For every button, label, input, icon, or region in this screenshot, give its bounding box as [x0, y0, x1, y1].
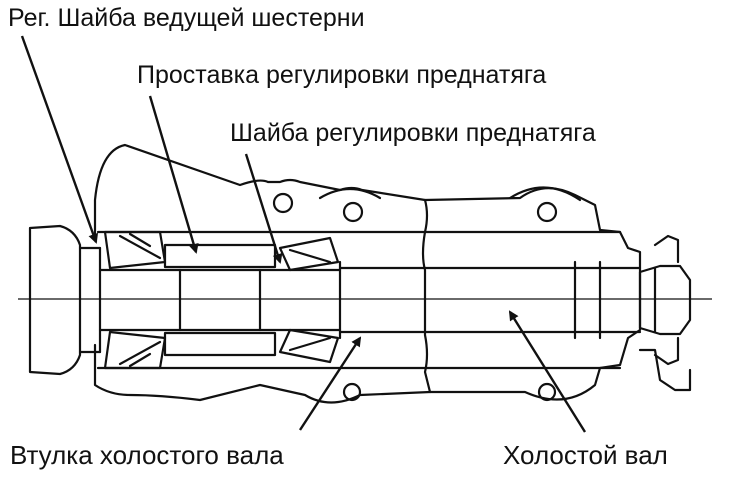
preload-spacer	[163, 243, 277, 269]
bearing-right-top	[278, 236, 340, 272]
preload-spacer-bottom	[163, 331, 277, 357]
bolt-hole	[342, 382, 362, 402]
rear-flange	[653, 234, 680, 366]
pinion-flange	[28, 224, 82, 376]
housing-split-line	[421, 198, 432, 394]
bolt-hole	[342, 201, 364, 223]
bolt-hole	[272, 192, 294, 214]
label-preload-washer: Шайба регулировки преднатяга	[230, 119, 596, 147]
bearing-right-bottom	[278, 328, 340, 364]
label-idler-shaft-sleeve: Втулка холостого вала	[10, 440, 284, 470]
bolt-hole	[536, 201, 558, 223]
housing-boss	[508, 186, 582, 202]
label-preload-spacer: Проставка регулировки преднатяга	[137, 61, 547, 89]
rear-flange-lower	[638, 348, 692, 392]
label-idler-shaft: Холостой вал	[503, 440, 668, 470]
leader-idler-shaft	[508, 310, 587, 433]
leader-preload-spacer	[148, 95, 199, 254]
housing-outline	[93, 143, 642, 404]
housing-boss	[318, 188, 382, 200]
bolt-hole	[537, 382, 557, 402]
leader-pinion-washer	[20, 35, 99, 244]
shaft-nut	[638, 264, 692, 336]
leader-sleeve	[298, 336, 362, 431]
label-pinion-adjust-washer: Рег. Шайба ведущей шестерни	[8, 4, 365, 32]
leader-preload-washer	[244, 153, 283, 264]
